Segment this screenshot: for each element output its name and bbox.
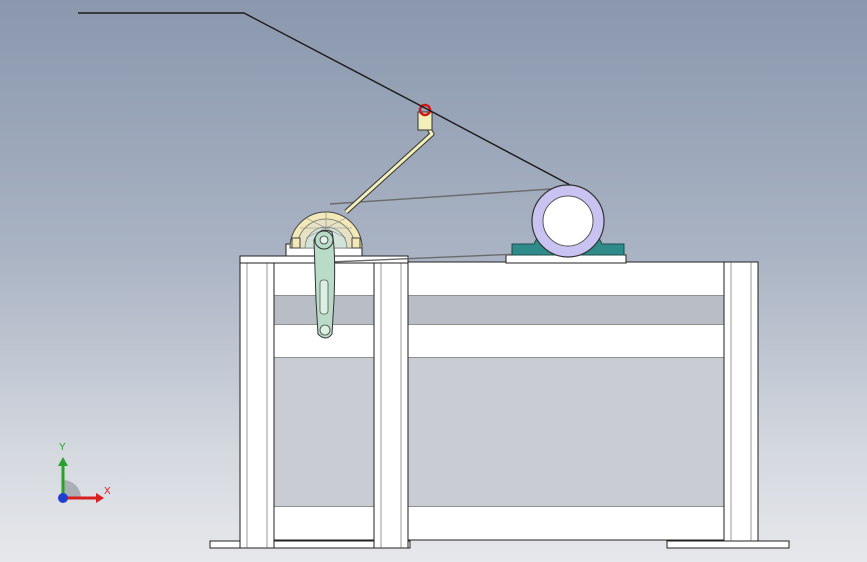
tension-link[interactable] xyxy=(344,122,435,214)
upper-opening xyxy=(408,296,724,324)
lower-opening xyxy=(408,358,724,506)
x-axis-label: X xyxy=(104,486,111,497)
motor-assembly[interactable] xyxy=(511,184,625,258)
triad-graphic xyxy=(58,457,104,503)
left-base-plate[interactable] xyxy=(209,540,411,549)
bottom-rail[interactable] xyxy=(239,505,759,541)
right-base-plate[interactable] xyxy=(666,540,790,549)
z-axis-dot xyxy=(58,493,68,503)
left-outer-leg[interactable] xyxy=(239,255,275,549)
rope[interactable] xyxy=(78,12,573,187)
y-axis-label: Y xyxy=(59,442,66,453)
left-inner-leg[interactable] xyxy=(373,255,409,549)
right-leg[interactable] xyxy=(723,261,759,542)
crank-arm[interactable] xyxy=(313,229,336,339)
coordinate-triad: Y X xyxy=(48,440,118,510)
left-lower-opening xyxy=(274,358,374,506)
frame[interactable] xyxy=(209,254,790,549)
motor-pulley-inner[interactable] xyxy=(542,195,594,247)
